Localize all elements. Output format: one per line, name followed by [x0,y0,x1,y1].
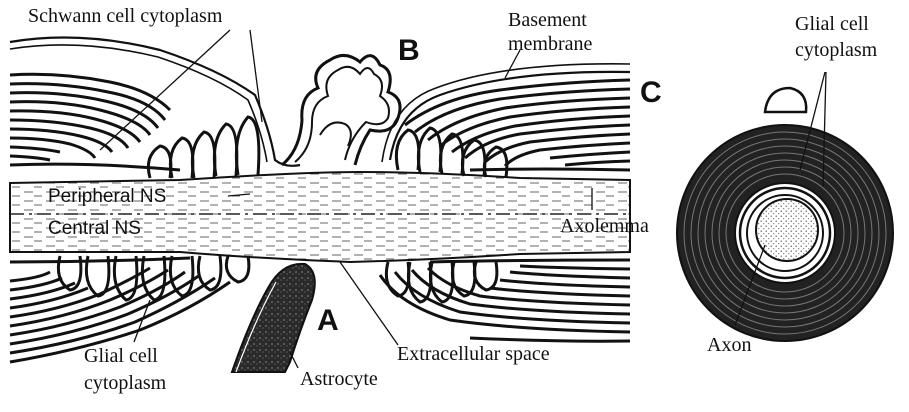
myelin-cross-section [677,88,893,341]
glial-cell-label-left-2: cytoplasm [84,372,167,394]
myelin-lower-right [380,260,630,341]
axolemma-label: Axolemma [560,215,649,237]
basement-membrane-label-2: membrane [508,33,593,55]
peripheral-ns-label: Peripheral NS [48,186,166,207]
schwann-microvilli [282,55,400,165]
glial-cell-label-right-1: Glial cell [795,13,869,35]
axon-core [756,199,818,261]
basement-membrane-label-1: Basement [508,9,587,31]
panel-label-b: B [398,34,420,67]
glial-cell-label-left-1: Glial cell [84,345,158,367]
glial-cell-label-right-2: cytoplasm [795,39,878,61]
axon-label: Axon [707,334,751,356]
panel-label-c: C [640,76,662,109]
glial-cytoplasm-bulge [765,88,806,112]
myelin-upper-left [10,74,259,178]
schwann-cell-cytoplasm-label: Schwann cell cytoplasm [28,5,223,27]
central-ns-label: Central NS [48,218,141,239]
astrocyte-label: Astrocyte [300,368,378,390]
myelin-upper-right [396,80,630,177]
extracellular-space-label: Extracellular space [397,343,550,365]
panel-label-a: A [317,304,339,337]
